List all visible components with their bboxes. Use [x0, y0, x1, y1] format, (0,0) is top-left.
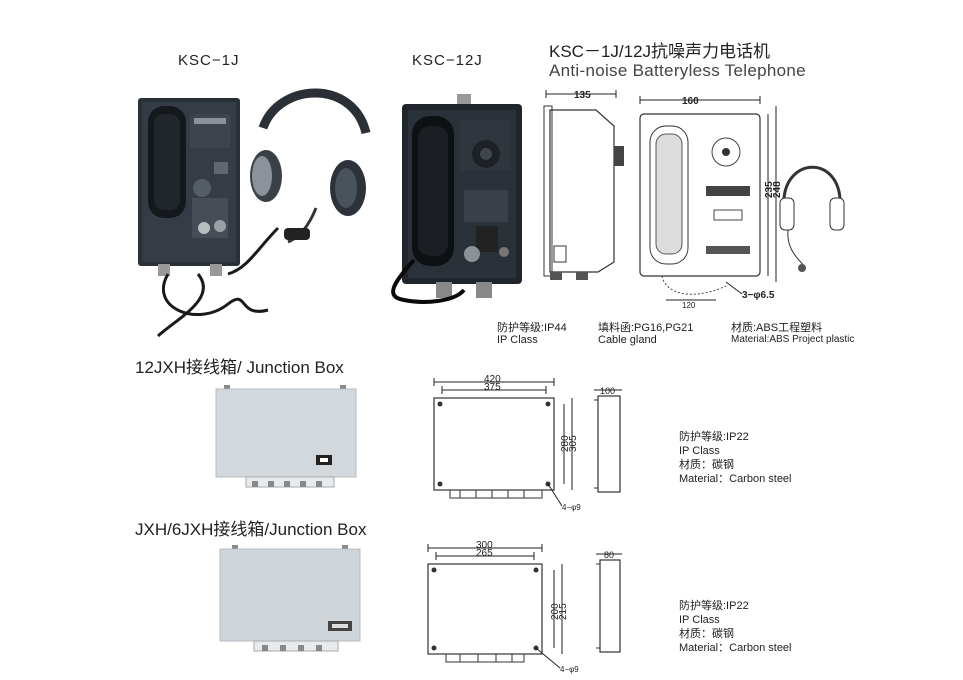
box12-spec-material: 材质：碳钢: [679, 459, 734, 471]
box12-spec-material-en: Material：Carbon steel: [679, 473, 792, 485]
ksc-12j-telephone-image: [391, 94, 522, 304]
box12-height-outer: 305: [568, 435, 579, 452]
phone-spec-gland: 填料函:PG16,PG21 Cable gland: [598, 322, 693, 346]
model-label-ksc-1j: KSC−1J: [178, 52, 240, 69]
ksc-1j-telephone-image: [138, 88, 371, 338]
junction-box-12jxh-drawing: 420 375 280 305 100 4−φ9: [433, 374, 622, 512]
box6-spec-block: 防护等级:IP22 IP Class 材质：碳钢 Material：Carbon…: [679, 599, 792, 655]
junction-box-12jxh-image: [215, 385, 357, 488]
junction-box-6jxh-image: [219, 545, 361, 652]
box12-width-outer: 420: [484, 374, 501, 385]
junction-box-6jxh-title: JXH/6JXH接线箱/Junction Box: [135, 520, 367, 539]
box12-height-inner: 280: [560, 435, 571, 452]
box6-width-inner: 265: [476, 548, 493, 559]
phone-spec-gland-en: Cable gland: [598, 334, 657, 346]
model-label-ksc-12j: KSC−12J: [412, 52, 483, 69]
box6-hole: 4−φ9: [560, 665, 579, 674]
phone-spec-gland-cn: 填料函:PG16,PG21: [598, 322, 694, 334]
box12-spec-block: 防护等级:IP22 IP Class 材质：碳钢 Material：Carbon…: [679, 430, 792, 486]
phone-spec-ip-en: IP Class: [497, 334, 538, 346]
phone-height-dim-2: 248: [772, 181, 783, 198]
box6-spec-material: 材质：碳钢: [679, 628, 734, 640]
phone-spec-material-en: Material:ABS Project plastic: [731, 334, 855, 345]
junction-box-6jxh-drawing: 300 265 200 215 80 4−φ9: [427, 540, 622, 674]
phone-depth-dim: 135: [574, 90, 591, 101]
junction-box-12jxh-title: 12JXH接线箱/ Junction Box: [135, 358, 344, 377]
box12-hole: 4−φ9: [562, 503, 581, 512]
phone-hole-dim: 3−φ6.5: [742, 290, 775, 301]
box6-width-outer: 300: [476, 540, 493, 551]
box6-depth: 80: [604, 550, 614, 560]
box12-spec-ip: 防护等级:IP22: [679, 431, 749, 443]
box6-spec-material-en: Material：Carbon steel: [679, 642, 792, 654]
telephone-dimension-drawing: 135 160 235 248 120 3−φ6.5: [543, 90, 845, 310]
phone-width-dim: 160: [682, 96, 699, 107]
box12-width-inner: 375: [484, 382, 501, 393]
box12-depth: 100: [600, 386, 615, 396]
phone-bottom-dim: 120: [682, 301, 696, 310]
box6-spec-ip-en: IP Class: [679, 614, 720, 626]
box6-height-inner: 200: [550, 603, 561, 620]
phone-height-dim-1: 235: [764, 181, 775, 198]
phone-spec-ip-cn: 防护等级:IP44: [497, 322, 567, 334]
phone-spec-ip: 防护等级:IP44 IP Class: [497, 322, 567, 346]
box12-spec-ip-en: IP Class: [679, 445, 720, 457]
box6-height-outer: 215: [558, 603, 569, 620]
box6-spec-ip: 防护等级:IP22: [679, 600, 749, 612]
phone-spec-material-cn: 材质:ABS工程塑料: [731, 322, 823, 334]
phone-spec-material: 材质:ABS工程塑料 Material:ABS Project plastic: [731, 322, 854, 346]
telephone-title-en: Anti-noise Batteryless Telephone: [549, 61, 806, 80]
telephone-title-cn: KSC－1J/12J抗噪声力电话机: [549, 42, 771, 61]
